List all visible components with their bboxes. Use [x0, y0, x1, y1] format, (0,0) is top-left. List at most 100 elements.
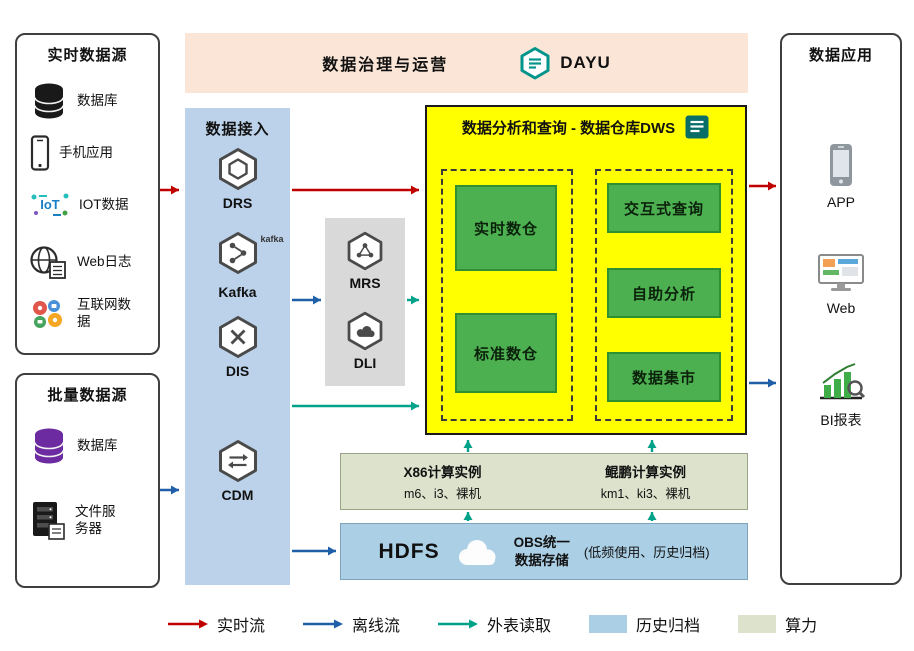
iot-icon: IoT [31, 193, 69, 216]
monitor-icon [818, 254, 864, 291]
hdfs-label: HDFS [378, 539, 440, 563]
interactive-query-label: 交互式查询 [623, 200, 704, 218]
dws-box: 数据分析和查询 - 数据仓库DWS 实时数仓 标准数仓 交互式查询 自助分析 数… [425, 105, 747, 435]
internet-data-icon [33, 299, 62, 328]
weblog-globe-icon [30, 246, 66, 279]
service-cdm: CDM [185, 438, 290, 503]
source-item-label: IOT数据 [79, 196, 129, 212]
self-service-analysis-label: 自助分析 [631, 285, 696, 303]
kafka-badge: kafka [260, 234, 284, 244]
batch-sources-panel: 批量数据源 数据库 文件服务器 [15, 373, 160, 588]
obs-label: OBS统一 数据存储 [514, 534, 570, 569]
source-item-internet-data: 互联网数据 [29, 297, 152, 331]
realtime-dw-box: 实时数仓 [455, 185, 557, 271]
app-item-web: Web [782, 253, 900, 316]
batch-item-database: 数据库 [29, 425, 152, 467]
database-purple-icon [34, 428, 64, 464]
interactive-query-box: 交互式查询 [607, 183, 721, 233]
legend-item-realtime-flow: 实时流 [168, 612, 265, 636]
source-item-label: 互联网数据 [77, 297, 131, 329]
x86-instance: X86计算实例 m6、i3、裸机 [341, 454, 544, 509]
legend-item-offline-flow: 离线流 [303, 612, 400, 636]
source-item-label: 数据库 [77, 92, 118, 108]
document-icon [685, 115, 709, 139]
applications-title: 数据应用 [808, 47, 873, 64]
red-arrow-icon [168, 619, 208, 629]
dws-title: 数据分析和查询 - 数据仓库DWS [461, 119, 676, 137]
governance-banner: 数据治理与运营 DAYU [185, 33, 748, 93]
dis-hexagon-icon [218, 316, 257, 358]
dli-hexagon-icon [347, 311, 383, 351]
legend-label: 离线流 [352, 618, 401, 635]
source-item-mobile-app: 手机应用 [29, 135, 152, 172]
dayu-label: DAYU [560, 53, 611, 72]
cloud-icon [458, 539, 496, 565]
legend-label: 历史归档 [636, 618, 701, 635]
applications-panel: 数据应用 APP Web [780, 33, 902, 585]
data-mart-label: 数据集市 [631, 369, 696, 387]
realtime-sources-title: 实时数据源 [47, 47, 128, 64]
service-label: MRS [349, 275, 381, 291]
compute-power-swatch [738, 615, 777, 633]
source-item-database: 数据库 [29, 80, 152, 122]
data-mart-box: 数据集市 [607, 352, 721, 402]
kunpeng-instance-title: 鲲鹏计算实例 [605, 465, 686, 480]
kunpeng-instance: 鲲鹏计算实例 km1、ki3、裸机 [544, 454, 747, 509]
service-label: DIS [225, 363, 250, 379]
svg-text:IoT: IoT [40, 197, 60, 212]
dws-title-row: 数据分析和查询 - 数据仓库DWS [427, 114, 745, 140]
batch-sources-title: 批量数据源 [47, 387, 128, 404]
app-item-app: APP [782, 143, 900, 210]
kafka-hexagon-icon [218, 232, 257, 274]
storage-box: HDFS OBS统一 数据存储 (低频使用、历史归档) [340, 523, 748, 580]
file-server-icon [33, 502, 65, 540]
teal-arrow-icon [438, 619, 479, 629]
mrs-hexagon-icon [347, 231, 383, 271]
kunpeng-instance-subtitle: km1、ki3、裸机 [600, 487, 691, 501]
drs-hexagon-icon [218, 148, 257, 190]
app-item-label: APP [826, 194, 855, 210]
app-item-label: Web [826, 300, 856, 316]
service-dis: DIS [185, 314, 290, 379]
realtime-dw-label: 实时数仓 [473, 220, 538, 238]
service-label: DRS [222, 195, 253, 211]
database-icon [34, 83, 64, 119]
dws-left-group [441, 169, 573, 421]
service-kafka: kafka Kafka [185, 230, 290, 300]
realtime-sources-panel: 实时数据源 数据库 手机应用 IoT [15, 33, 160, 355]
batch-item-label: 数据库 [77, 437, 118, 453]
dayu-hexagon-icon [520, 47, 550, 80]
history-archive-swatch [589, 615, 628, 633]
batch-item-file-server: 文件服务器 [29, 500, 152, 541]
service-drs: DRS [185, 146, 290, 211]
standard-dw-label: 标准数仓 [473, 345, 538, 363]
ingestion-title: 数据接入 [205, 121, 270, 138]
middleware-box: MRS DLI [325, 218, 405, 386]
obs-note: (低频使用、历史归档) [583, 545, 710, 560]
batch-item-label: 文件服务器 [75, 503, 116, 536]
obs-line2: 数据存储 [514, 552, 569, 568]
cdm-hexagon-icon [218, 440, 257, 482]
ingestion-column: 数据接入 DRS kafka Kafka [185, 108, 290, 585]
service-label: DLI [353, 355, 377, 371]
source-item-weblog: Web日志 [29, 245, 152, 280]
standard-dw-box: 标准数仓 [455, 313, 557, 393]
source-item-label: Web日志 [77, 254, 132, 270]
obs-line1: OBS统一 [513, 534, 570, 550]
legend: 实时流 离线流 外表读取 历史归档 算力 [168, 612, 817, 636]
dws-right-group [595, 169, 733, 421]
service-label: Kafka [218, 284, 257, 300]
app-item-bi: BI报表 [782, 361, 900, 430]
legend-item-external-read: 外表读取 [438, 612, 551, 636]
bar-chart-icon [820, 363, 865, 400]
app-item-label: BI报表 [820, 412, 862, 428]
dayu-logo: DAYU [518, 46, 611, 80]
phone-icon [30, 135, 50, 171]
compute-instances-box: X86计算实例 m6、i3、裸机 鲲鹏计算实例 km1、ki3、裸机 [340, 453, 748, 510]
self-service-analysis-box: 自助分析 [607, 268, 721, 318]
x86-instance-title: X86计算实例 [403, 465, 482, 480]
service-mrs: MRS [325, 230, 405, 291]
source-item-iot: IoT IOT数据 [29, 190, 152, 220]
blue-arrow-icon [303, 619, 344, 629]
